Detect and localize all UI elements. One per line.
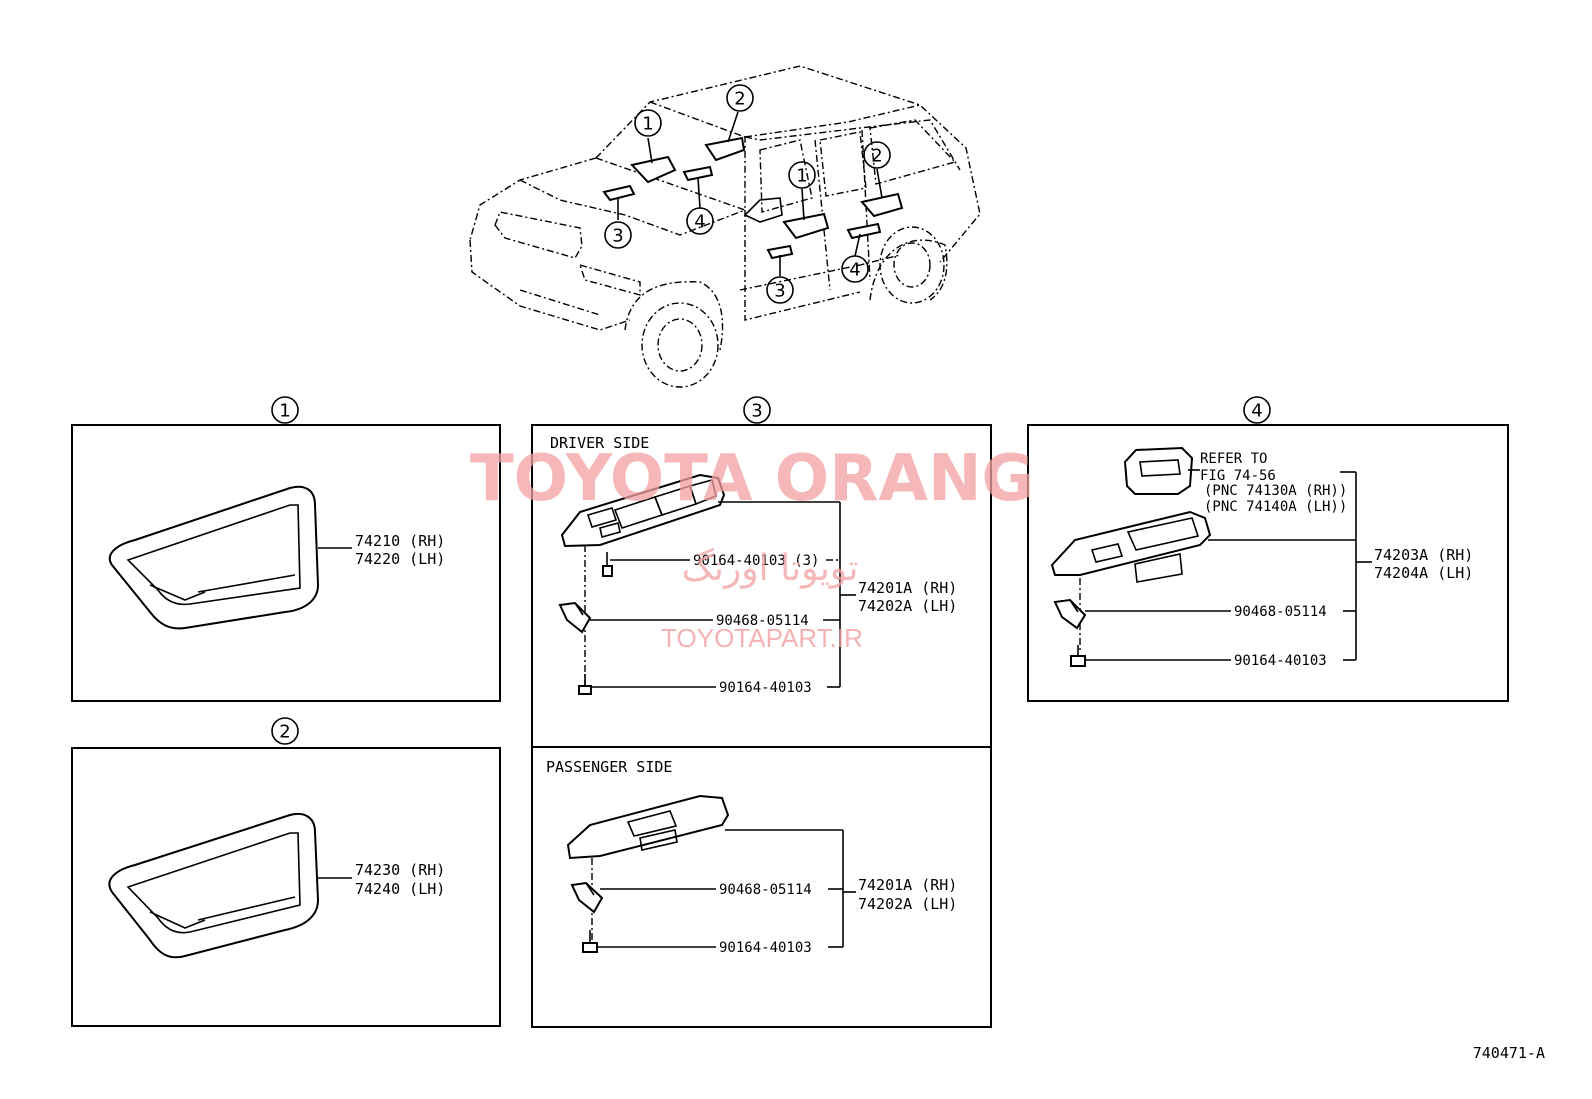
- svg-text:4: 4: [1251, 401, 1262, 422]
- refer-to-line-1: REFER TO: [1200, 451, 1267, 467]
- front-door-handle-bezel: [108, 485, 320, 630]
- rear-window-switch-icon: [1123, 446, 1194, 495]
- svg-text:4: 4: [694, 212, 705, 233]
- part-74210: 74210 (RH): [355, 532, 445, 550]
- figure-id: 740471-A: [1473, 1044, 1545, 1062]
- rear-screw-icon: [1070, 645, 1086, 667]
- panel-4-callout: 4: [1243, 396, 1271, 424]
- panel-4-rear-switch-panel: 4 REFER TO FIG 74-56 (PNC 74130A (RH)) (…: [1027, 396, 1509, 702]
- passenger-side-section: PASSENGER SIDE 90468-05114 90164-40103: [546, 758, 957, 956]
- driver-screw-icon: [602, 552, 613, 577]
- part-74220: 74220 (LH): [355, 550, 445, 568]
- rear-part-90164: 90164-40103: [1234, 653, 1327, 669]
- vehicle-callout-3b: 3: [766, 276, 794, 304]
- svg-text:3: 3: [774, 281, 785, 302]
- svg-text:2: 2: [871, 146, 882, 167]
- driver-switch-base: [560, 473, 726, 548]
- driver-part-74202a: 74202A (LH): [858, 597, 957, 615]
- panel-2-callout: 2: [271, 717, 299, 745]
- vehicle-callout-2b: 2: [863, 141, 891, 169]
- driver-part-90468: 90468-05114: [716, 613, 809, 629]
- svg-text:4: 4: [849, 260, 860, 281]
- driver-side-title: DRIVER SIDE: [550, 434, 649, 452]
- driver-part-74201a: 74201A (RH): [858, 579, 957, 597]
- driver-part-90164: 90164-40103: [719, 680, 812, 696]
- refer-to-line-2: FIG 74-56: [1200, 468, 1276, 484]
- driver-clip-icon: [558, 601, 592, 634]
- svg-text:1: 1: [796, 166, 807, 187]
- vehicle-illustration: 1 2 3 4 1 2 3 4: [469, 65, 981, 388]
- panel-1-inside-handle-front: 1 74210 (RH) 74220 (LH): [71, 396, 501, 702]
- panel-3-callout: 3: [743, 396, 771, 424]
- passenger-screw-icon: [582, 930, 598, 953]
- part-74230: 74230 (RH): [355, 861, 445, 879]
- vehicle-callout-4b: 4: [841, 255, 869, 283]
- svg-text:1: 1: [642, 114, 653, 135]
- passenger-part-90164: 90164-40103: [719, 940, 812, 956]
- passenger-part-74201a: 74201A (RH): [858, 876, 957, 894]
- refer-to-line-4: (PNC 74140A (LH)): [1204, 499, 1347, 515]
- vehicle-callout-3a: 3: [604, 221, 632, 249]
- driver-side-section: DRIVER SIDE: [550, 434, 957, 696]
- panel-2-inside-handle-rear: 2 74230 (RH) 74240 (LH): [71, 717, 501, 1027]
- passenger-side-title: PASSENGER SIDE: [546, 758, 672, 776]
- passenger-clip-icon: [570, 881, 604, 914]
- vehicle-callout-4a: 4: [686, 207, 714, 235]
- driver-part-90164-3: 90164-40103 (3): [693, 553, 819, 569]
- rear-door-handle-bezel: [108, 813, 320, 959]
- vehicle-callout-2a: 2: [726, 84, 754, 112]
- rear-part-90468: 90468-05114: [1234, 604, 1327, 620]
- watermark-url: TOYOTAPART.IR: [661, 623, 863, 653]
- vehicle-callout-1a: 1: [634, 109, 662, 137]
- driver-bottom-screw-icon: [578, 674, 592, 695]
- panel-3-window-switch-panel: 3 DRIVER SIDE: [531, 396, 992, 1028]
- vehicle-callout-1b: 1: [788, 161, 816, 189]
- rear-switch-base: [1050, 510, 1212, 583]
- passenger-part-74202a: 74202A (LH): [858, 895, 957, 913]
- watermark-brand: TOYOTA ORANG: [470, 442, 1034, 516]
- watermark: TOYOTA ORANG تویوتا اورنگ TOYOTAPART.IR: [470, 442, 1034, 653]
- passenger-switch-base: [566, 794, 730, 860]
- svg-text:1: 1: [279, 401, 290, 422]
- watermark-persian: تویوتا اورنگ: [682, 547, 859, 589]
- part-74240: 74240 (LH): [355, 880, 445, 898]
- svg-text:2: 2: [734, 89, 745, 110]
- panel-1-callout: 1: [271, 396, 299, 424]
- rear-part-74204a: 74204A (LH): [1374, 564, 1473, 582]
- rear-part-74203a: 74203A (RH): [1374, 546, 1473, 564]
- refer-to-line-3: (PNC 74130A (RH)): [1204, 483, 1347, 499]
- svg-text:3: 3: [751, 401, 762, 422]
- svg-text:2: 2: [279, 722, 290, 743]
- svg-text:3: 3: [612, 226, 623, 247]
- passenger-part-90468: 90468-05114: [719, 882, 812, 898]
- rear-clip-icon: [1053, 598, 1087, 630]
